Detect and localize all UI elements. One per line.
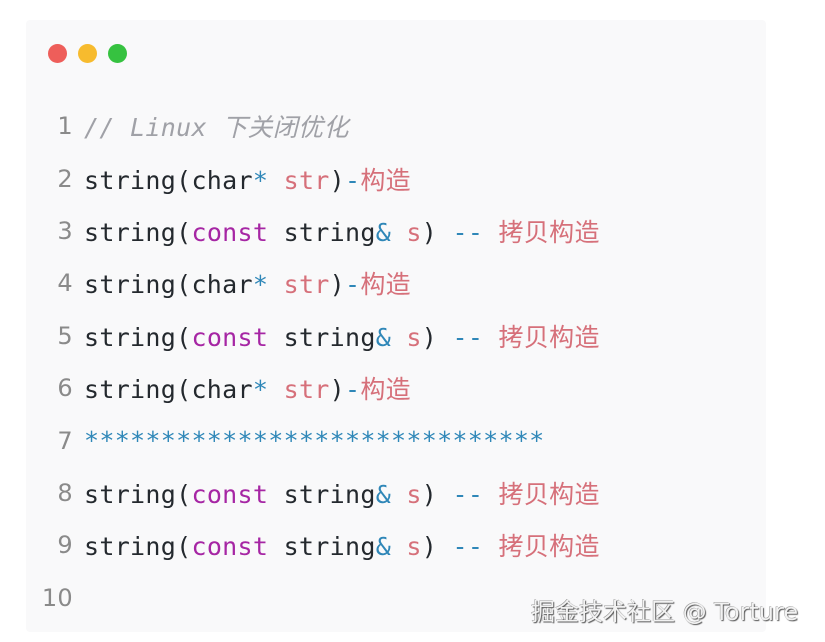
- code-token-var: str: [283, 270, 330, 300]
- code-line: 10: [26, 572, 766, 624]
- code-token-op: &: [375, 532, 392, 562]
- line-number: 3: [57, 216, 73, 245]
- code-token-default: ): [329, 165, 346, 195]
- code-line: 8 string(const string& s) -- 拷贝构造: [26, 467, 766, 519]
- code-token-cn: 构造: [360, 375, 411, 405]
- code-text: string(const string& s) -- 拷贝构造: [84, 475, 600, 511]
- code-token-default: ): [421, 532, 453, 562]
- code-token-var: str: [283, 375, 330, 405]
- code-text: ******************************: [84, 426, 545, 455]
- line-number: 4: [57, 269, 73, 298]
- code-token-default: string(char: [84, 165, 253, 195]
- code-line: 1 // Linux 下关闭优化: [26, 100, 766, 152]
- code-token-default: string(: [84, 479, 192, 509]
- code-token-op: *: [252, 375, 269, 405]
- code-token-var: s: [406, 532, 422, 562]
- code-text: string(char* str)-构造: [84, 370, 411, 406]
- code-line: 3 string(const string& s) -- 拷贝构造: [26, 205, 766, 257]
- code-text: string(const string& s) -- 拷贝构造: [84, 213, 600, 249]
- code-token-keyword: const: [191, 322, 269, 352]
- code-token-default: [483, 323, 498, 352]
- code-token-default: string: [268, 532, 376, 562]
- code-line: 4 string(char* str)-构造: [26, 257, 766, 309]
- code-token-default: ): [421, 217, 453, 247]
- code-line: 5 string(const string& s) -- 拷贝构造: [26, 310, 766, 362]
- code-token-cn: 拷贝构造: [498, 322, 600, 352]
- code-token-default: string: [268, 322, 376, 352]
- code-line: 7 ******************************: [26, 414, 766, 466]
- code-token-default: [268, 166, 283, 195]
- code-token-default: ): [421, 479, 453, 509]
- code-token-cn: 构造: [360, 270, 411, 300]
- code-token-default: string(: [84, 532, 192, 562]
- code-text: string(const string& s) -- 拷贝构造: [84, 527, 600, 563]
- code-token-op: &: [375, 217, 392, 247]
- code-line: 2 string(char* str)-构造: [26, 152, 766, 204]
- code-token-var: s: [406, 479, 422, 509]
- code-token-cn: 拷贝构造: [498, 217, 600, 247]
- code-token-var: s: [406, 217, 422, 247]
- code-token-op: --: [452, 217, 484, 247]
- code-token-op: *: [252, 270, 269, 300]
- code-token-default: string(char: [84, 270, 253, 300]
- code-token-default: [483, 218, 498, 247]
- code-token-cn: 拷贝构造: [498, 479, 600, 509]
- code-token-default: [483, 480, 498, 509]
- line-number: 8: [57, 478, 73, 507]
- watermark: 掘金技术社区 @ Torture: [531, 598, 799, 626]
- code-token-var: str: [283, 165, 330, 195]
- code-token-op: &: [375, 322, 392, 352]
- line-number: 5: [57, 321, 73, 350]
- code-token-op: --: [452, 479, 484, 509]
- code-line: 6 string(char* str)-构造: [26, 362, 766, 414]
- code-token-keyword: const: [191, 217, 269, 247]
- code-token-default: [391, 218, 406, 247]
- code-token-op: --: [452, 532, 484, 562]
- code-text: // Linux 下关闭优化: [84, 108, 349, 144]
- code-token-op: -: [345, 165, 361, 195]
- code-token-comment: // Linux 下关闭优化: [84, 113, 349, 143]
- code-token-default: [268, 375, 283, 404]
- code-token-op: ******************************: [84, 426, 545, 456]
- code-token-cn: 拷贝构造: [498, 532, 600, 562]
- line-number: 2: [57, 164, 73, 193]
- line-number: 6: [57, 374, 73, 403]
- minimize-dot-icon: [78, 44, 97, 63]
- code-token-keyword: const: [191, 479, 269, 509]
- code-token-default: ): [421, 322, 453, 352]
- code-text: string(const string& s) -- 拷贝构造: [84, 318, 600, 354]
- code-token-default: ): [329, 270, 346, 300]
- code-token-op: *: [252, 165, 269, 195]
- code-token-default: [391, 480, 406, 509]
- code-text: string(char* str)-构造: [84, 161, 411, 197]
- code-token-default: ): [329, 375, 346, 405]
- code-token-var: s: [406, 322, 422, 352]
- code-token-op: --: [452, 322, 484, 352]
- code-token-op: -: [345, 270, 361, 300]
- code-text: string(char* str)-构造: [84, 265, 411, 301]
- code-line: 9 string(const string& s) -- 拷贝构造: [26, 519, 766, 571]
- code-token-default: string: [268, 217, 376, 247]
- window-controls: [48, 44, 127, 63]
- line-number: 10: [41, 583, 73, 612]
- code-token-default: string(: [84, 322, 192, 352]
- code-token-default: string(char: [84, 375, 253, 405]
- close-dot-icon: [48, 44, 67, 63]
- code-token-cn: 构造: [360, 165, 411, 195]
- maximize-dot-icon: [108, 44, 127, 63]
- line-number: 7: [57, 426, 73, 455]
- code-token-default: string(: [84, 217, 192, 247]
- code-token-default: string: [268, 479, 376, 509]
- code-token-op: -: [345, 375, 361, 405]
- line-number: 1: [57, 112, 73, 141]
- code-token-default: [268, 270, 283, 299]
- line-number: 9: [57, 531, 73, 560]
- code-token-keyword: const: [191, 532, 269, 562]
- code-token-default: [391, 532, 406, 561]
- code-token-default: [483, 532, 498, 561]
- code-token-op: &: [375, 479, 392, 509]
- code-token-default: [391, 323, 406, 352]
